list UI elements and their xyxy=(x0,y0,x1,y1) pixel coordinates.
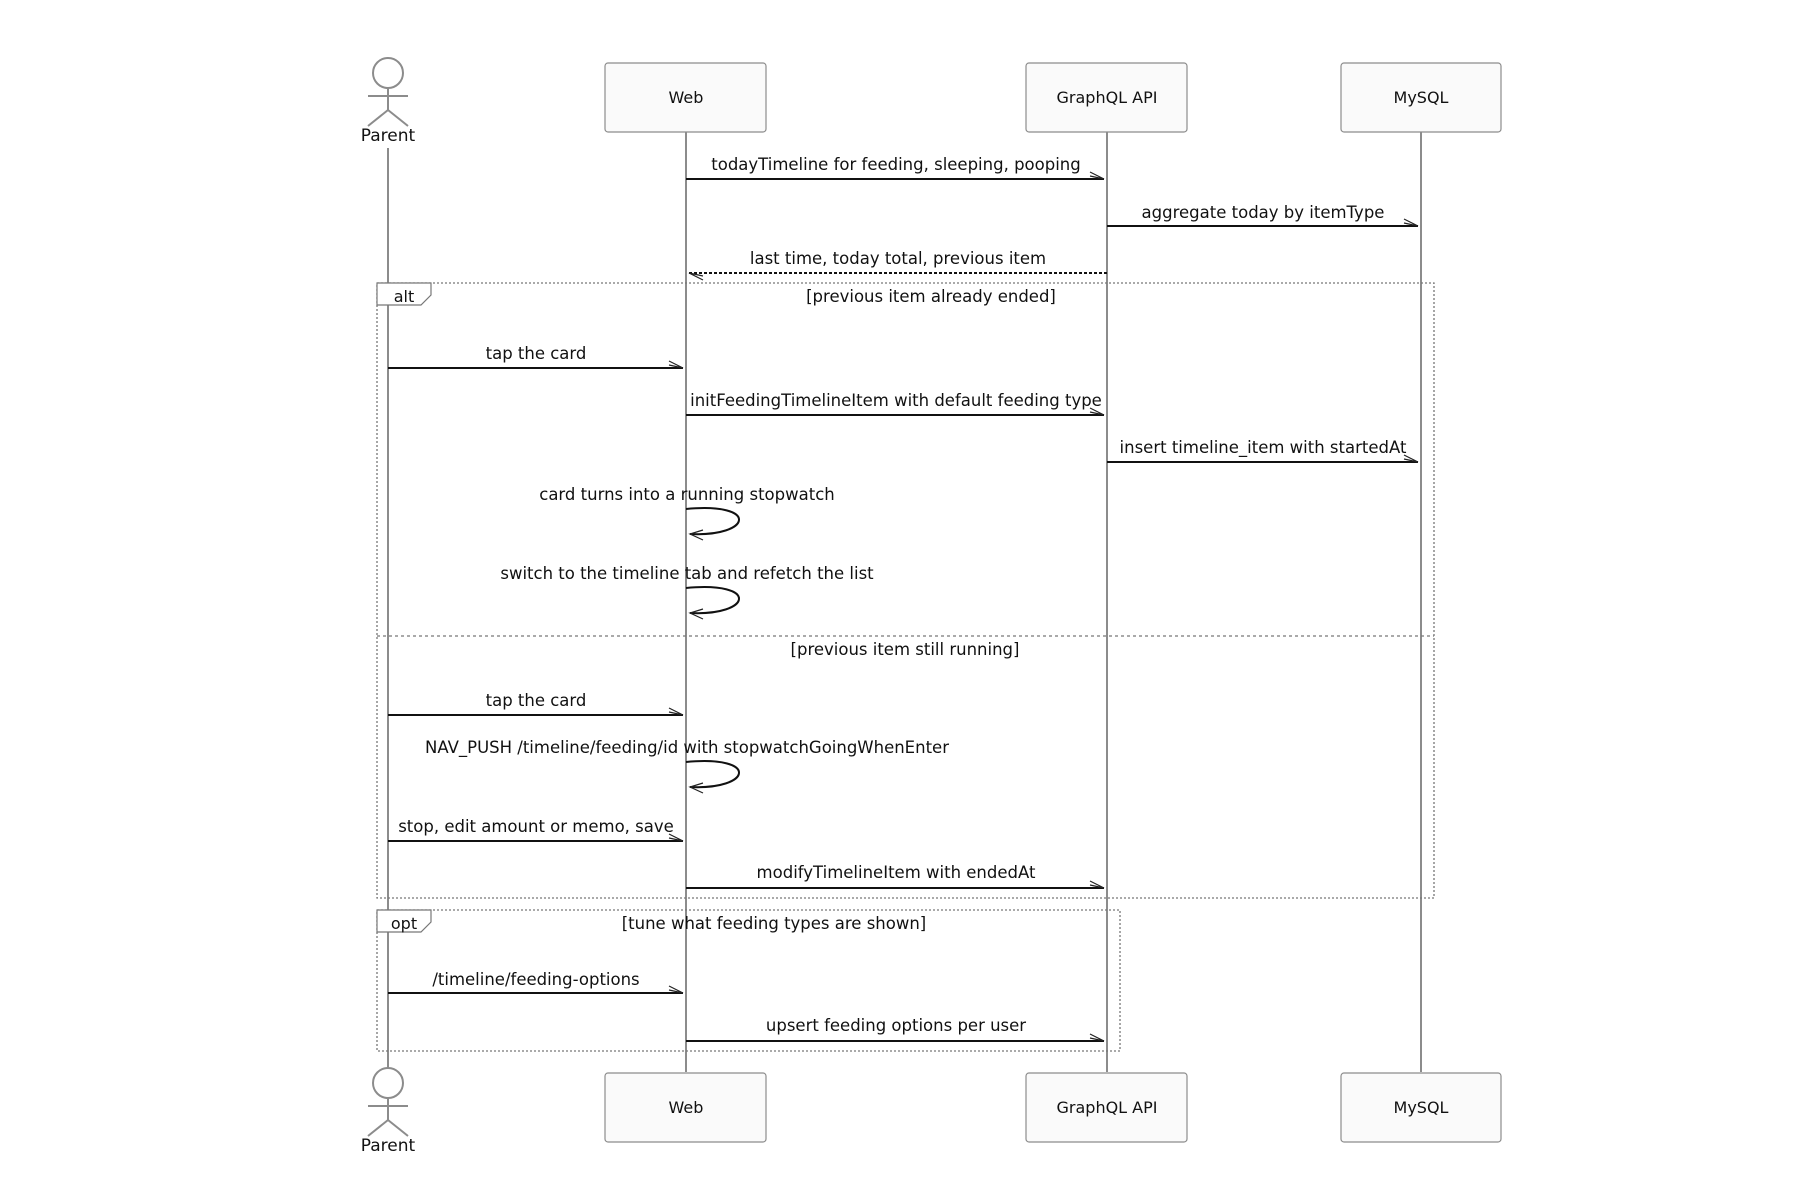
alt-frame xyxy=(376,282,1435,899)
message-today-timeline: todayTimeline for feeding, sleeping, poo… xyxy=(686,155,1105,180)
message-label: switch to the timeline tab and refetch t… xyxy=(500,564,874,583)
participant-label: GraphQL API xyxy=(1057,1098,1158,1117)
message-label: last time, today total, previous item xyxy=(750,249,1046,268)
message-label: tap the card xyxy=(486,344,587,363)
message-label: card turns into a running stopwatch xyxy=(539,485,834,504)
message-switch-timeline-tab: switch to the timeline tab and refetch t… xyxy=(500,564,874,620)
arrowhead xyxy=(688,782,704,794)
arrowhead xyxy=(668,833,684,842)
actor-head xyxy=(372,1067,404,1099)
message-label: /timeline/feeding-options xyxy=(432,970,639,989)
message-feeding-options: /timeline/feeding-options xyxy=(388,970,684,994)
participant-box xyxy=(1340,62,1502,133)
actor-label: Parent xyxy=(361,1136,416,1156)
arrowhead xyxy=(688,529,704,541)
message-label: insert timeline_item with startedAt xyxy=(1120,438,1407,458)
message-modify-timeline-item: modifyTimelineItem with endedAt xyxy=(686,863,1105,889)
message-tap-card-1: tap the card xyxy=(388,344,684,369)
participant-box xyxy=(1340,1072,1502,1143)
opt-fragment: opt [tune what feeding types are shown] xyxy=(376,909,1121,1052)
actor-legs xyxy=(367,1118,409,1137)
self-loop xyxy=(685,507,740,536)
message-nav-push: NAV_PUSH /timeline/feeding/id with stopw… xyxy=(425,738,949,794)
participant-box xyxy=(604,1072,767,1143)
arrowhead xyxy=(1089,171,1105,180)
arrowhead xyxy=(1089,880,1105,889)
participant-mysql-bottom: MySQL xyxy=(1340,1072,1502,1143)
participant-web-bottom: Web xyxy=(604,1072,767,1143)
participant-graphql-api-bottom: GraphQL API xyxy=(1025,1072,1188,1143)
message-label: stop, edit amount or memo, save xyxy=(398,817,674,836)
opt-label: opt xyxy=(391,914,417,933)
arrowhead xyxy=(1403,218,1419,227)
message-label: todayTimeline for feeding, sleeping, poo… xyxy=(711,155,1080,174)
message-init-feeding: initFeedingTimelineItem with default fee… xyxy=(686,391,1105,416)
participant-mysql-top: MySQL xyxy=(1340,62,1502,133)
self-loop xyxy=(685,760,740,789)
self-loop xyxy=(685,586,740,615)
opt-tab xyxy=(376,909,432,933)
participant-label: Web xyxy=(669,88,704,107)
message-label: upsert feeding options per user xyxy=(766,1016,1026,1035)
message-label: NAV_PUSH /timeline/feeding/id with stopw… xyxy=(425,738,949,758)
arrowhead xyxy=(688,608,704,620)
arrowhead xyxy=(668,985,684,994)
message-upsert-feeding-options: upsert feeding options per user xyxy=(686,1016,1105,1042)
participant-box xyxy=(604,62,767,133)
alt-tab xyxy=(376,282,432,306)
participant-label: MySQL xyxy=(1394,1098,1449,1117)
arrowhead xyxy=(668,707,684,716)
alt-guard-running: [previous item still running] xyxy=(791,640,1020,659)
actor-legs xyxy=(367,108,409,127)
message-label: aggregate today by itemType xyxy=(1142,203,1385,222)
participant-graphql-api-top: GraphQL API xyxy=(1025,62,1188,133)
arrowhead xyxy=(1089,407,1105,416)
message-label: initFeedingTimelineItem with default fee… xyxy=(690,391,1102,410)
message-running-stopwatch: card turns into a running stopwatch xyxy=(539,485,835,541)
participant-box xyxy=(1025,1072,1188,1143)
actor-parent-top: Parent xyxy=(361,57,416,146)
message-tap-card-2: tap the card xyxy=(388,691,684,716)
participant-label: MySQL xyxy=(1394,88,1449,107)
alt-fragment: alt [previous item already ended] [previ… xyxy=(376,282,1435,899)
participant-label: GraphQL API xyxy=(1057,88,1158,107)
message-stop-edit-save: stop, edit amount or memo, save xyxy=(388,817,684,842)
actor-head xyxy=(372,57,404,89)
participant-box xyxy=(1025,62,1188,133)
participant-label: Web xyxy=(669,1098,704,1117)
message-label: modifyTimelineItem with endedAt xyxy=(757,863,1036,882)
alt-guard-ended: [previous item already ended] xyxy=(806,287,1056,306)
message-label: tap the card xyxy=(486,691,587,710)
arrowhead xyxy=(1403,454,1419,463)
opt-frame xyxy=(376,909,1121,1052)
arrowhead xyxy=(688,272,704,281)
message-last-time-reply: last time, today total, previous item xyxy=(688,249,1107,281)
arrowhead xyxy=(668,360,684,369)
participant-web-top: Web xyxy=(604,62,767,133)
message-insert-timeline-item: insert timeline_item with startedAt xyxy=(1107,438,1419,463)
opt-guard: [tune what feeding types are shown] xyxy=(622,914,927,933)
arrowhead xyxy=(1089,1033,1105,1042)
actor-label: Parent xyxy=(361,126,416,146)
alt-label: alt xyxy=(394,287,415,306)
actor-parent-bottom: Parent xyxy=(361,1067,416,1156)
message-aggregate-today: aggregate today by itemType xyxy=(1107,203,1419,227)
